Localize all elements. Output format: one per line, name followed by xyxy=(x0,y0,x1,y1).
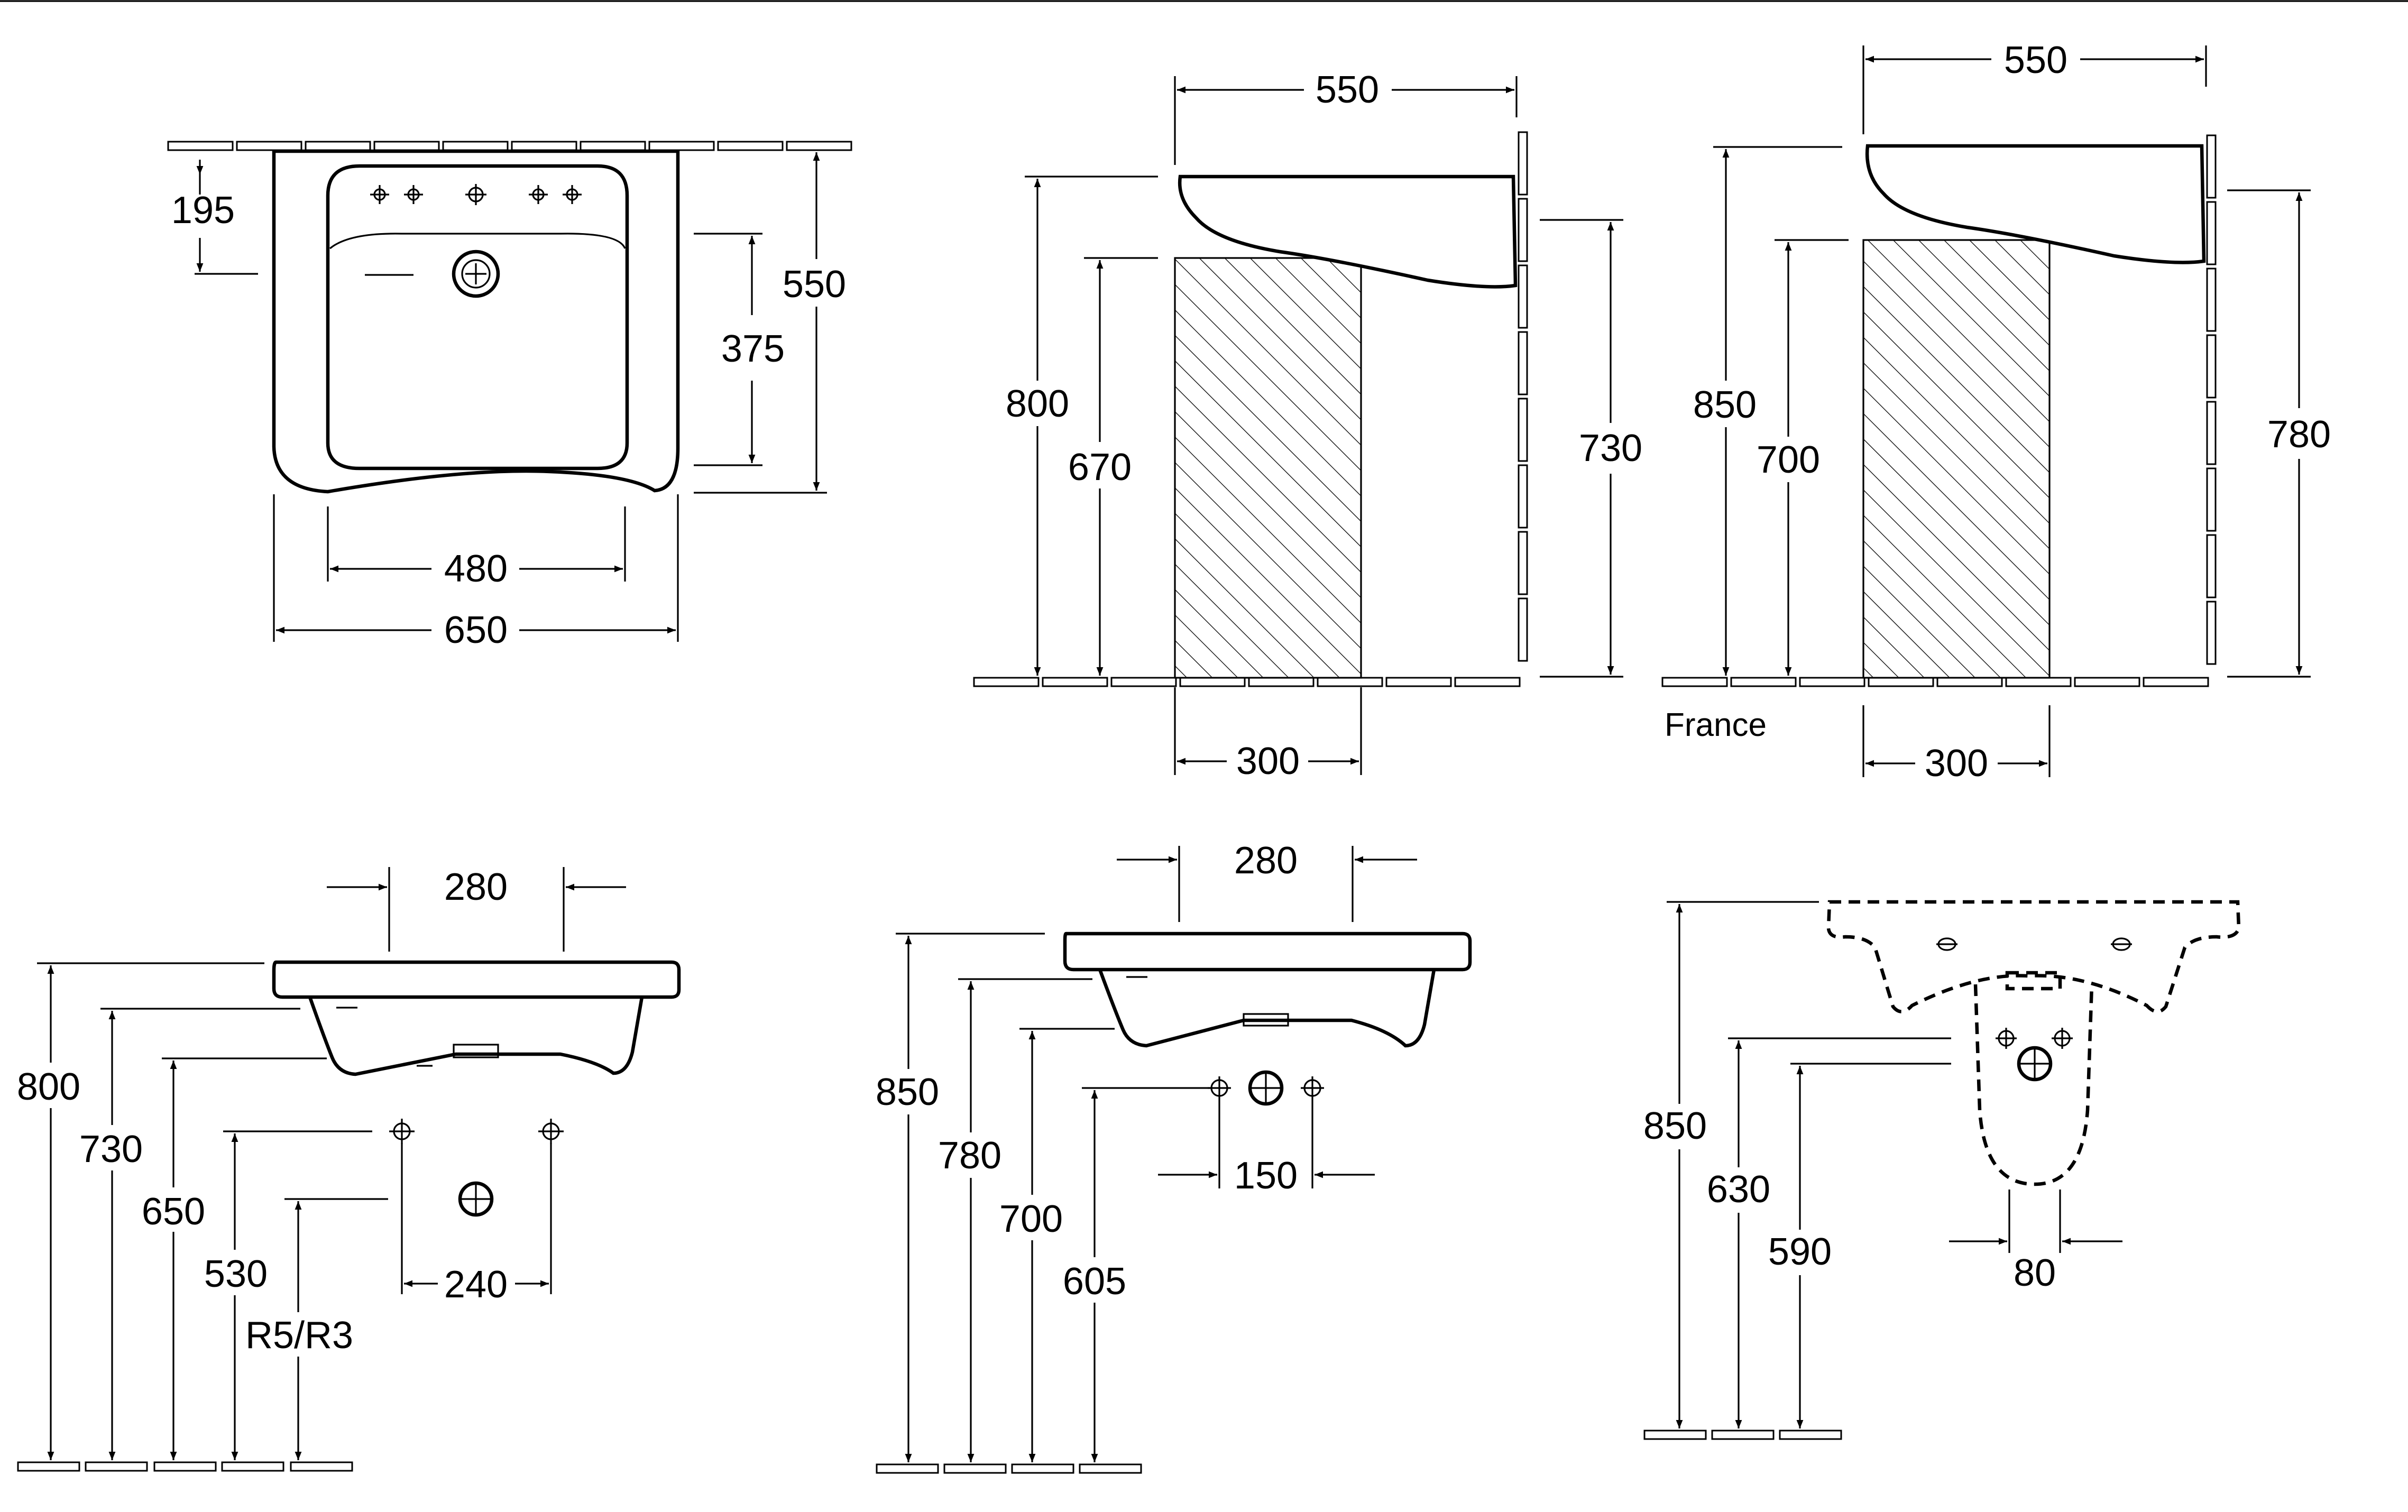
dim-bowl-height-high: 780 xyxy=(938,1135,1001,1177)
dim-rim-height: 800 xyxy=(1006,383,1069,425)
floor-tiles-front-1 xyxy=(17,1461,353,1472)
wall-tiles-side-2 xyxy=(1661,134,2217,687)
dim-projection: 550 xyxy=(1316,69,1379,111)
basin-outline-dashed xyxy=(1826,900,2241,1013)
basin-rim-front xyxy=(272,960,681,999)
front-view-low: 280 800 730 650 530 R5/R3 xyxy=(17,866,681,1472)
dim-fixing-height-high: 605 xyxy=(1063,1260,1126,1303)
dim-clearance-height-france: 700 xyxy=(1757,439,1820,481)
fixing-holes-high xyxy=(1208,1070,1324,1106)
dim-projection-france: 550 xyxy=(2004,39,2067,81)
dim-rim-height-france: 850 xyxy=(1693,384,1757,426)
dim-bowl-height-low: 730 xyxy=(79,1128,143,1170)
region-label: France xyxy=(1665,707,1767,743)
dim-rim-height-low: 800 xyxy=(17,1066,80,1108)
knee-clearance-zone-france xyxy=(1862,239,2051,679)
basin-outline xyxy=(272,149,680,494)
dim-fixing-spacing-low: 240 xyxy=(444,1264,508,1306)
dim-total-depth: 550 xyxy=(783,263,846,306)
dim-rim-height-high: 850 xyxy=(876,1071,939,1113)
basin-profile-france xyxy=(1865,144,2206,264)
waste-outlet xyxy=(452,250,500,298)
dim-fixing-spacing-high: 150 xyxy=(1234,1155,1298,1197)
dim-tap-offset: 195 xyxy=(171,189,235,232)
pedestal-view: 850 630 590 80 xyxy=(1643,900,2241,1440)
dim-underside-height-low: 650 xyxy=(142,1191,205,1233)
basin-bowl-front xyxy=(308,996,644,1076)
basin-bowl-front-high xyxy=(1098,969,1436,1048)
dim-clearance-height: 670 xyxy=(1068,446,1132,488)
dim-waste-width: 80 xyxy=(2014,1252,2056,1294)
basin-rim-front-high xyxy=(1063,932,1472,972)
dim-bracket-height: 730 xyxy=(1579,427,1642,469)
top-view: 195 375 550 480 650 xyxy=(167,141,852,651)
waste-stub xyxy=(453,1044,499,1058)
wall-tiles-top xyxy=(167,141,852,151)
side-view-france: 550 850 700 780 France 300 xyxy=(1661,39,2331,785)
fixing-holes-low xyxy=(389,1119,564,1144)
waste-hole-low xyxy=(458,1181,494,1217)
waste-stub-high xyxy=(1243,1013,1289,1027)
dim-rim-height-pedestal: 850 xyxy=(1643,1105,1707,1147)
dim-bowl-width-high: 280 xyxy=(1234,840,1298,882)
floor-tiles-pedestal xyxy=(1643,1430,1842,1440)
dim-knee-depth: 300 xyxy=(1236,740,1300,782)
dim-underside-height-high: 700 xyxy=(999,1198,1063,1240)
dim-waste-height: 590 xyxy=(1768,1231,1832,1273)
side-view-standard: 550 800 670 730 300 xyxy=(973,69,1642,782)
overflow-edge xyxy=(329,233,626,250)
front-view-high: 280 850 780 700 605 150 xyxy=(876,840,1472,1474)
dim-pedestal-height: 630 xyxy=(1707,1168,1770,1211)
tap-hole-marks xyxy=(370,184,582,205)
dim-outer-width: 650 xyxy=(444,609,508,651)
basin-bowl xyxy=(326,164,629,471)
pedestal-holes xyxy=(1996,1028,2073,1082)
dim-knee-depth-france: 300 xyxy=(1925,742,1988,785)
knee-clearance-zone xyxy=(1174,257,1362,679)
waste-type-label: R5/R3 xyxy=(245,1314,353,1357)
dim-fixing-height-low: 530 xyxy=(204,1253,268,1295)
dim-bracket-height-france: 780 xyxy=(2267,413,2331,456)
wall-tiles-side-1 xyxy=(973,131,1528,687)
dim-bowl-width: 280 xyxy=(444,866,508,908)
floor-tiles-front-2 xyxy=(876,1463,1142,1474)
overflow-holes-dashed xyxy=(1936,937,2132,951)
pedestal-dashed xyxy=(1973,984,2094,1186)
dim-inner-depth: 375 xyxy=(721,328,785,370)
pedestal-notch xyxy=(2005,971,2062,991)
dim-inner-width: 480 xyxy=(444,548,508,590)
basin-profile xyxy=(1178,174,1518,289)
